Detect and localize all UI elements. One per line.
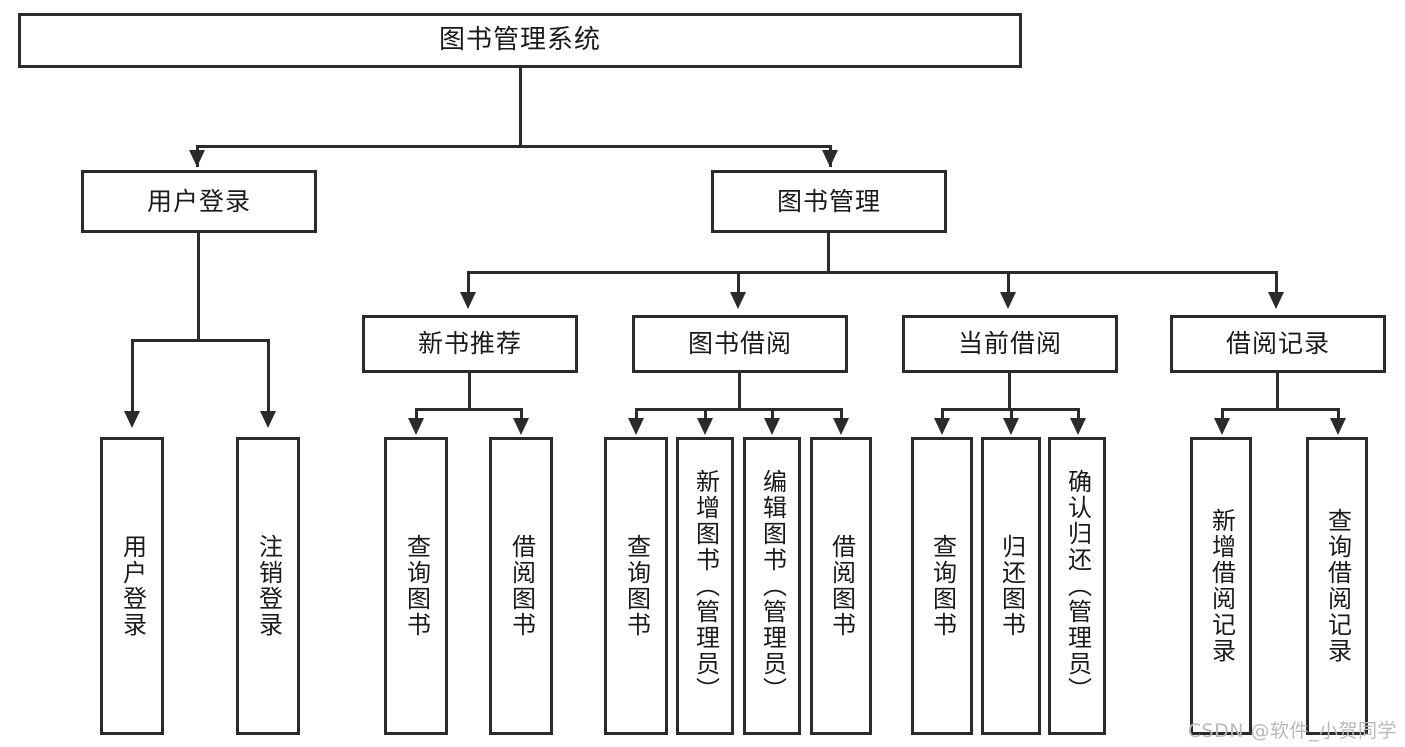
connector-book-borrow-drop-3 xyxy=(771,408,774,422)
connector-book-borrow-drop-4 xyxy=(840,408,843,422)
node-label: 当前借阅 xyxy=(957,329,1062,359)
node-label: 查询图书 xyxy=(622,534,651,638)
connector-user-login-stem xyxy=(197,233,200,342)
connector-to-current-borrow xyxy=(1007,271,1010,292)
connector-user-login-bar xyxy=(131,339,269,342)
arrowhead-book-manage xyxy=(822,150,838,167)
arrowhead-leaf-logout xyxy=(260,411,276,428)
node-label: 查询图书 xyxy=(928,534,957,638)
arrowhead-borrow-record xyxy=(1268,292,1284,309)
node-label: 用户登录 xyxy=(146,186,251,216)
connector-user-login-drop-1 xyxy=(131,339,134,411)
connector-borrow-record-drop-2 xyxy=(1337,408,1340,422)
connector-to-new-book-rec xyxy=(467,271,470,292)
leaf-edit-book[interactable]: 编辑图书（管理员） xyxy=(743,437,801,735)
arrowhead-leaf-query-record xyxy=(1330,418,1346,435)
node-label: 借阅记录 xyxy=(1225,329,1330,359)
connector-borrow-record-bar xyxy=(1221,408,1340,411)
node-book-manage[interactable]: 图书管理 xyxy=(711,170,947,233)
leaf-query-book-new-rec[interactable]: 查询图书 xyxy=(384,437,448,735)
node-label: 查询借阅记录 xyxy=(1323,508,1352,664)
arrowhead-leaf-query-book-1 xyxy=(408,418,424,435)
arrowhead-current-borrow xyxy=(1000,292,1016,309)
connector-book-borrow-bar xyxy=(635,408,843,411)
connector-current-borrow-drop-3 xyxy=(1077,408,1080,422)
connector-current-borrow-drop-1 xyxy=(941,408,944,422)
node-label: 确认归还（管理员） xyxy=(1063,469,1092,703)
node-user-login[interactable]: 用户登录 xyxy=(81,170,317,233)
node-label: 借阅图书 xyxy=(827,534,856,638)
leaf-query-borrow-record[interactable]: 查询借阅记录 xyxy=(1306,437,1368,735)
node-label: 新书推荐 xyxy=(417,329,522,359)
node-label: 注销登录 xyxy=(254,534,283,638)
arrowhead-leaf-return-book xyxy=(1003,418,1019,435)
arrowhead-leaf-add-record xyxy=(1214,418,1230,435)
connector-book-manage-stem xyxy=(827,233,830,274)
leaf-confirm-return[interactable]: 确认归还（管理员） xyxy=(1048,437,1106,735)
leaf-add-book[interactable]: 新增图书（管理员） xyxy=(676,437,734,735)
leaf-logout[interactable]: 注销登录 xyxy=(236,437,300,735)
arrowhead-book-borrow xyxy=(730,292,746,309)
connector-new-book-rec-drop-2 xyxy=(520,408,523,422)
watermark-text: CSDN @软件_小贺同学 xyxy=(1187,720,1397,742)
node-current-borrow[interactable]: 当前借阅 xyxy=(902,315,1118,373)
connector-borrow-record-drop-1 xyxy=(1221,408,1224,422)
node-new-book-rec[interactable]: 新书推荐 xyxy=(362,315,578,373)
node-label: 新增图书（管理员） xyxy=(691,469,720,703)
connector-book-borrow-stem xyxy=(738,373,741,411)
leaf-return-book[interactable]: 归还图书 xyxy=(981,437,1041,735)
node-label: 编辑图书（管理员） xyxy=(758,469,787,703)
leaf-borrow-book-new-rec[interactable]: 借阅图书 xyxy=(489,437,553,735)
arrowhead-leaf-add-book xyxy=(697,418,713,435)
connector-borrow-record-stem xyxy=(1276,373,1279,411)
connector-new-book-rec-bar xyxy=(415,408,523,411)
connector-root-bar xyxy=(196,145,832,148)
node-book-borrow[interactable]: 图书借阅 xyxy=(632,315,848,373)
leaf-query-book-current[interactable]: 查询图书 xyxy=(911,437,973,735)
connector-new-book-rec-drop-1 xyxy=(415,408,418,422)
connector-new-book-rec-stem xyxy=(468,373,471,411)
connector-book-manage-bar xyxy=(467,271,1278,274)
arrowhead-leaf-query-book-2 xyxy=(628,418,644,435)
node-label: 用户登录 xyxy=(118,534,147,638)
connector-current-borrow-drop-2 xyxy=(1010,408,1013,422)
arrowhead-user-login xyxy=(189,150,205,167)
connector-to-borrow-record xyxy=(1275,271,1278,292)
arrowhead-new-book-rec xyxy=(460,292,476,309)
connector-book-borrow-drop-2 xyxy=(704,408,707,422)
leaf-add-borrow-record[interactable]: 新增借阅记录 xyxy=(1190,437,1252,735)
connector-to-book-borrow xyxy=(737,271,740,292)
arrowhead-leaf-query-book-3 xyxy=(934,418,950,435)
connector-book-borrow-drop-1 xyxy=(635,408,638,422)
arrowhead-leaf-user-login xyxy=(124,411,140,428)
node-root-system[interactable]: 图书管理系统 xyxy=(18,13,1022,68)
connector-user-login-drop-2 xyxy=(267,339,270,411)
node-label: 查询图书 xyxy=(402,534,431,638)
connector-current-borrow-stem xyxy=(1008,373,1011,411)
arrowhead-leaf-borrow-book-1 xyxy=(513,418,529,435)
leaf-query-book-borrow[interactable]: 查询图书 xyxy=(604,437,668,735)
connector-root-stem xyxy=(519,68,522,145)
arrowhead-leaf-confirm-return xyxy=(1070,418,1086,435)
node-label: 图书管理 xyxy=(776,186,881,216)
node-label: 图书管理系统 xyxy=(438,25,601,56)
arrowhead-leaf-edit-book xyxy=(764,418,780,435)
node-label: 新增借阅记录 xyxy=(1207,508,1236,664)
node-label: 归还图书 xyxy=(997,534,1026,638)
leaf-borrow-book[interactable]: 借阅图书 xyxy=(810,437,872,735)
node-borrow-record[interactable]: 借阅记录 xyxy=(1170,315,1386,373)
node-label: 图书借阅 xyxy=(687,329,792,359)
node-label: 借阅图书 xyxy=(507,534,536,638)
arrowhead-leaf-borrow-book-2 xyxy=(833,418,849,435)
leaf-user-login[interactable]: 用户登录 xyxy=(100,437,164,735)
